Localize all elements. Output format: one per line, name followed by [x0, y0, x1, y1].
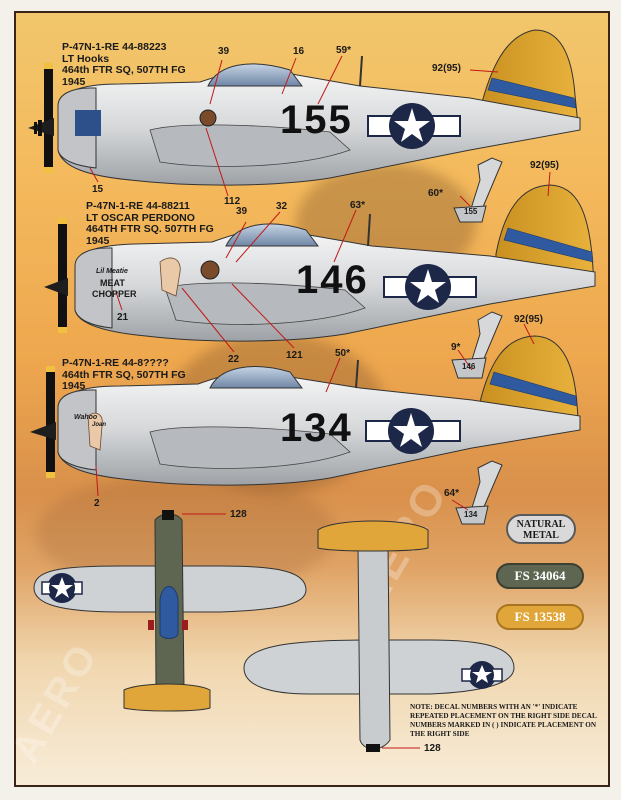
- aircraft-3-fuselage-code: 134: [280, 406, 353, 450]
- aircraft-3-year: 1945: [62, 380, 86, 392]
- callout-a1-16: 16: [293, 46, 305, 57]
- aircraft-3-nose-art-line2: Joan: [92, 422, 107, 428]
- color-chip-natural-metal: NATURAL METAL: [506, 514, 576, 544]
- aircraft-2-nose-art-line2: MEAT: [100, 278, 125, 288]
- aircraft-3-caption: P-47N-1-RE 44-8???? 464th FTR SQ, 507TH …: [62, 357, 186, 393]
- aircraft-1-year: 1945: [62, 75, 86, 88]
- aircraft-2-unit: 464TH FTR SQ. 507TH FG: [86, 223, 214, 235]
- color-chip-fs13538: FS 13538: [496, 604, 584, 630]
- callout-a1-15: 15: [92, 184, 104, 195]
- aircraft-3-fin-decal: [455, 460, 503, 525]
- aircraft-2-nose-art-line1: Lil Meatie: [96, 268, 128, 275]
- color-chip-fs34064: FS 34064: [496, 563, 584, 589]
- aircraft-2-profile: [44, 184, 596, 342]
- aircraft-1-profile: [28, 29, 581, 186]
- aircraft-3-nose-art-line1: Wahoo: [74, 414, 98, 421]
- aircraft-2-caption: P-47N-1-RE 44-88211 LT OSCAR PERDONO 464…: [86, 200, 214, 247]
- aircraft-1-caption: P-47N-1-RE 44-88223 LT Hooks 464th FTR S…: [62, 41, 186, 88]
- aircraft-1-fuselage-code: 155: [280, 98, 353, 142]
- bottom-view: [243, 520, 515, 752]
- callout-a3-50: 50*: [335, 348, 351, 359]
- aircraft-2-fin-decal: [451, 311, 503, 379]
- aircraft-2-year: 1945: [86, 234, 110, 247]
- callout-a3-2: 2: [94, 498, 100, 509]
- callout-a3-9: 9*: [451, 342, 461, 353]
- callout-a2-92: 92(95): [530, 160, 559, 171]
- aircraft-1-unit: 464th FTR SQ, 507TH FG: [62, 64, 186, 76]
- callout-a1-59: 59*: [336, 45, 352, 56]
- callout-top-128: 128: [230, 509, 247, 520]
- aircraft-1-fin-code: 155: [464, 207, 478, 216]
- aircraft-1-pilot: LT Hooks: [62, 52, 110, 65]
- aircraft-3-profile: [30, 335, 581, 486]
- callout-a2-21: 21: [117, 312, 129, 323]
- callout-a3-92: 92(95): [514, 314, 543, 325]
- aircraft-3-unit: 464th FTR SQ, 507TH FG: [62, 368, 186, 381]
- aircraft-3-title: P-47N-1-RE 44-8????: [62, 357, 169, 369]
- callout-a1-39: 39: [218, 46, 230, 57]
- callout-a3-64: 64*: [444, 488, 460, 499]
- aircraft-2-pilot: LT OSCAR PERDONO: [86, 211, 195, 224]
- aircraft-2-nose-art-line3: CHOPPER: [92, 289, 137, 299]
- callout-a2-60: 60*: [428, 188, 444, 199]
- callout-a1-112: 112: [224, 196, 241, 207]
- aircraft-1-fin-decal: [453, 157, 503, 223]
- callout-a2-39: 39: [236, 206, 248, 217]
- top-view: [33, 510, 307, 712]
- leader-lines: [89, 55, 551, 749]
- aircraft-2-fin-code: 146: [462, 362, 476, 371]
- callout-a2-22: 22: [228, 354, 240, 365]
- callout-bottom-128: 128: [424, 743, 441, 754]
- aircraft-1-title: P-47N-1-RE 44-88223: [62, 41, 167, 53]
- callout-a2-121: 121: [286, 350, 303, 361]
- callout-a2-32: 32: [276, 201, 288, 212]
- placement-note: NOTE: DECAL NUMBERS WITH AN '*' INDICATE…: [410, 703, 597, 738]
- callout-a1-92: 92(95): [432, 63, 461, 74]
- aircraft-2-title: P-47N-1-RE 44-88211: [86, 200, 190, 212]
- callout-a2-63: 63*: [350, 200, 366, 211]
- aircraft-2-fuselage-code: 146: [296, 258, 369, 302]
- aircraft-3-fin-code: 134: [464, 510, 478, 519]
